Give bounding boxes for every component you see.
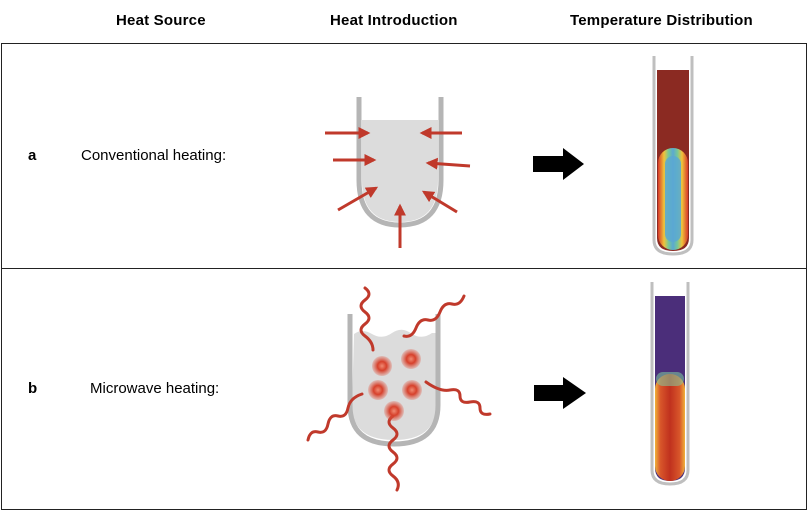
header-temperature-distribution: Temperature Distribution bbox=[570, 12, 753, 29]
table-right-border bbox=[806, 43, 807, 510]
heat-arrow bbox=[337, 186, 379, 212]
table-bottom-rule bbox=[1, 509, 807, 510]
block-arrow-a bbox=[533, 148, 584, 180]
hot-spot bbox=[372, 356, 392, 376]
conduction-arrows bbox=[325, 127, 471, 248]
wave bbox=[306, 392, 364, 442]
wave bbox=[402, 294, 466, 338]
hot-spot bbox=[401, 349, 421, 369]
block-arrow-b bbox=[534, 377, 586, 409]
table-left-border bbox=[1, 43, 2, 510]
heating-spots bbox=[368, 349, 422, 421]
heat-arrow bbox=[425, 157, 471, 170]
hot-spot bbox=[402, 380, 422, 400]
row-divider bbox=[1, 268, 807, 269]
header-heat-source: Heat Source bbox=[116, 12, 206, 29]
header-heat-introduction: Heat Introduction bbox=[330, 12, 458, 29]
row-b-label: Microwave heating: bbox=[90, 380, 220, 397]
row-a-letter: a bbox=[28, 147, 37, 164]
table-top-rule bbox=[1, 43, 807, 44]
row-b-letter: b bbox=[28, 380, 38, 397]
microwave-waves bbox=[306, 286, 492, 492]
hot-spot bbox=[384, 401, 404, 421]
wave bbox=[387, 414, 400, 492]
test-tube-microwave bbox=[650, 282, 690, 486]
heat-arrow bbox=[421, 190, 458, 214]
row-a-label: Conventional heating: bbox=[81, 147, 227, 164]
hot-spot bbox=[368, 380, 388, 400]
test-tube-conventional bbox=[652, 56, 694, 256]
wave bbox=[359, 286, 375, 352]
wave bbox=[424, 380, 492, 416]
